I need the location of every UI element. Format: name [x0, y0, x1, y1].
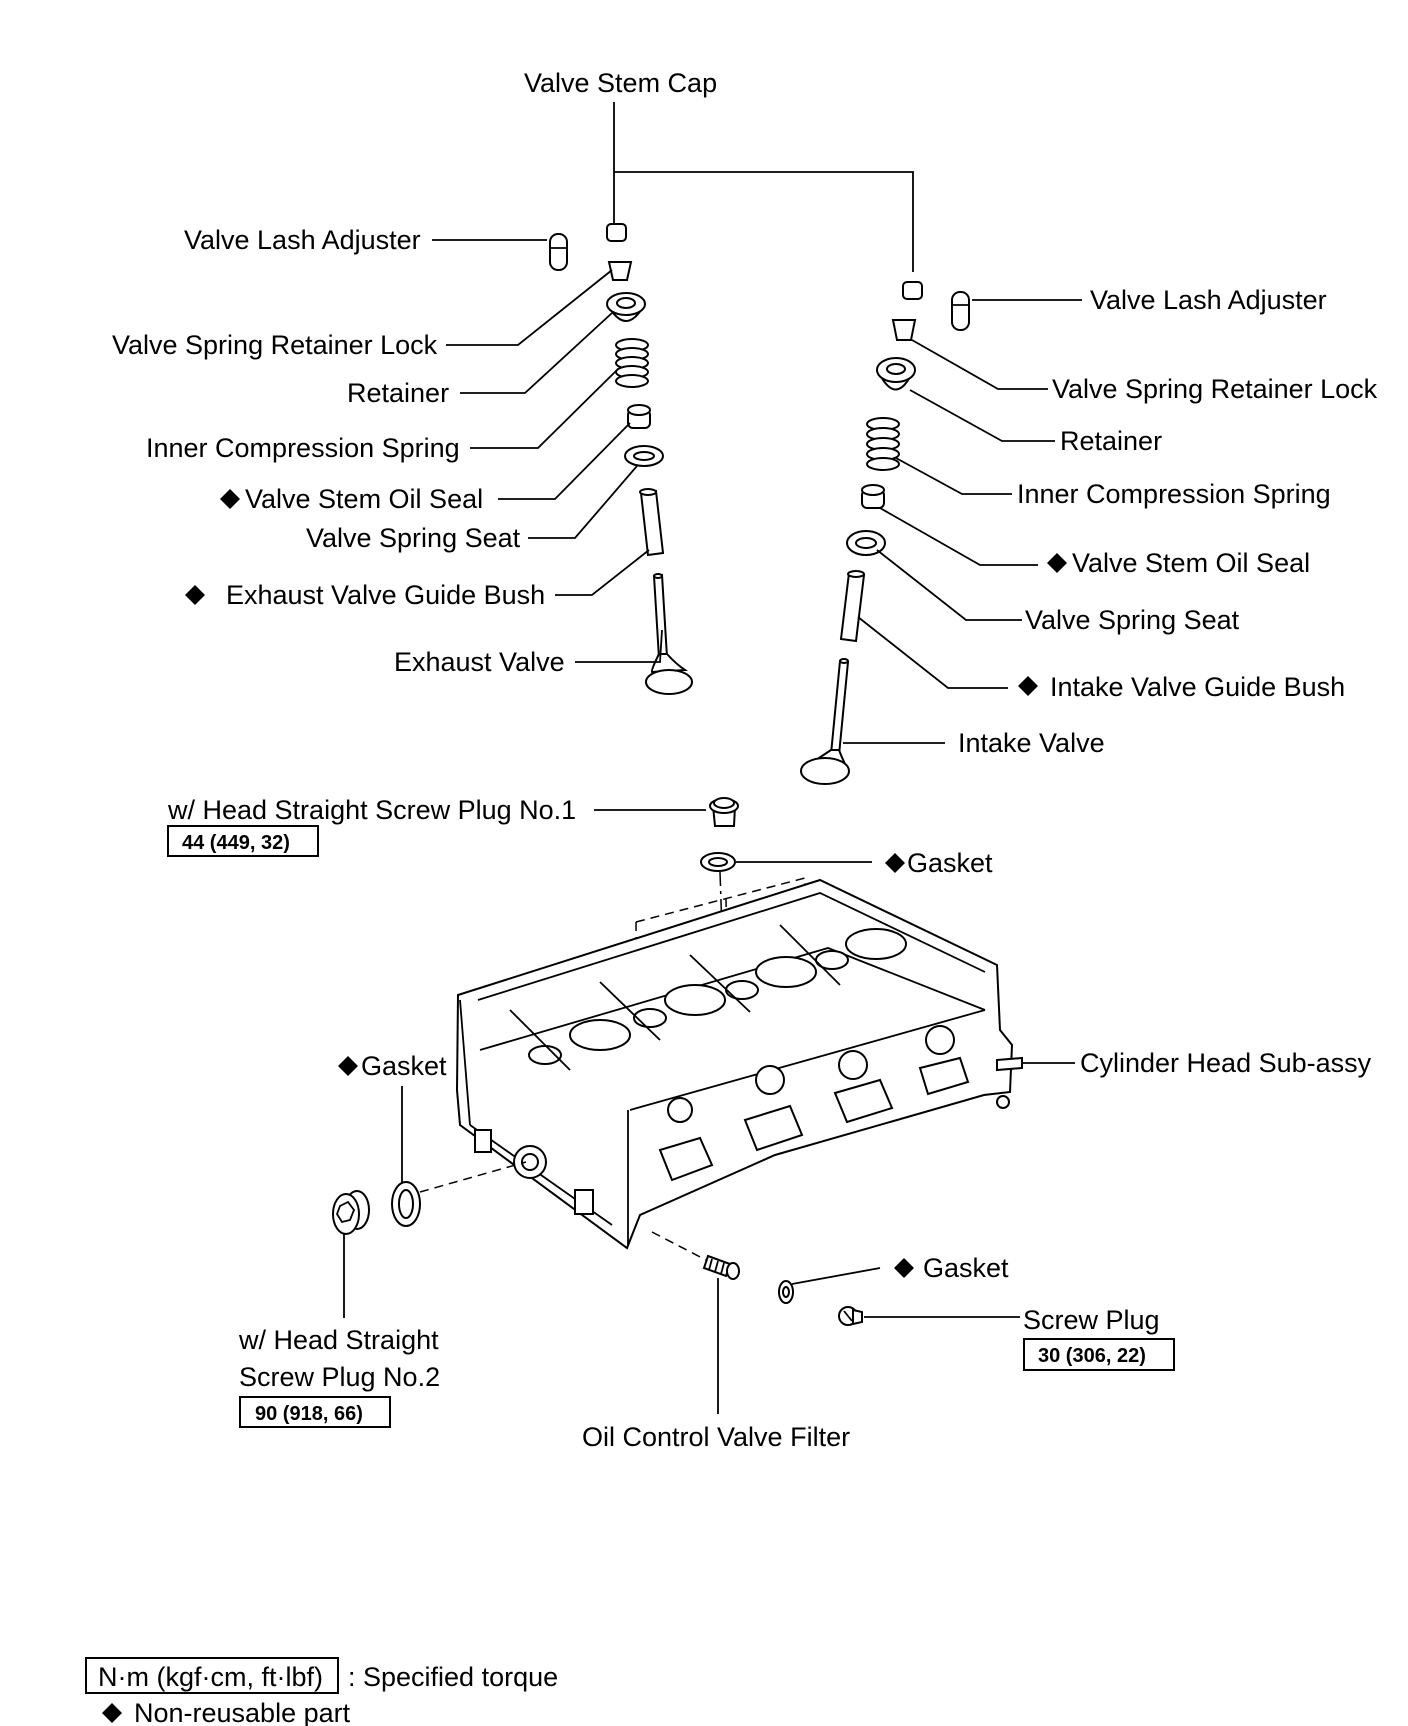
diamond-icon — [885, 853, 905, 873]
legend-torque-box — [85, 1657, 339, 1694]
retainer-lock-icon — [607, 261, 633, 281]
label-left-exhaust-valve: Exhaust Valve — [394, 647, 565, 677]
intake-valve-guide-bush-icon — [839, 570, 866, 643]
diamond-icon — [220, 489, 240, 509]
exhaust-valve-guide-bush-icon — [639, 488, 665, 557]
valve-stem-cap-icon — [902, 281, 923, 300]
torque-screw-plug: 30 (306, 22) — [1038, 1345, 1146, 1367]
legend-torque-unit: N·m (kgf·cm, ft·lbf) — [98, 1662, 323, 1692]
gasket-left-icon — [391, 1181, 421, 1227]
diamond-icon — [185, 585, 205, 605]
retainer-lock-icon — [891, 319, 917, 341]
label-oil-control-filter: Oil Control Valve Filter — [582, 1422, 850, 1452]
intake-valve-train: Valve Lash Adjuster Valve Spring Retaine… — [800, 281, 1378, 785]
label-right-valve-lash-adjuster: Valve Lash Adjuster — [1090, 285, 1327, 315]
diamond-icon — [338, 1056, 358, 1076]
inner-compression-spring-icon — [866, 417, 900, 471]
label-right-guide-bush: Intake Valve Guide Bush — [1050, 672, 1345, 702]
cylinder-head-icon — [455, 877, 1075, 1250]
legend: N·m (kgf·cm, ft·lbf) : Specified torque … — [85, 1657, 558, 1726]
inner-compression-spring-icon — [615, 338, 649, 388]
valve-stem-cap-callout: Valve Stem Cap — [524, 68, 914, 272]
diamond-icon — [102, 1703, 122, 1723]
valve-spring-seat-icon — [846, 530, 886, 556]
valve-stem-oil-seal-icon — [861, 484, 885, 509]
torque-plug-no1: 44 (449, 32) — [182, 832, 290, 854]
label-gasket-right: Gasket — [923, 1253, 1009, 1283]
gasket-top-icon — [700, 852, 736, 872]
label-plug-no1: w/ Head Straight Screw Plug No.1 — [167, 795, 576, 825]
valve-stem-oil-seal-icon — [627, 404, 651, 429]
label-left-inner-spring: Inner Compression Spring — [146, 433, 460, 463]
label-left-guide-bush: Exhaust Valve Guide Bush — [226, 580, 545, 610]
torque-box-plug-no1 — [167, 825, 319, 857]
valve-lash-adjuster-icon — [951, 291, 970, 331]
retainer-icon — [876, 357, 916, 391]
label-right-oil-seal: Valve Stem Oil Seal — [1072, 548, 1310, 578]
label-right-retainer-lock: Valve Spring Retainer Lock — [1052, 374, 1378, 404]
label-left-retainer-lock: Valve Spring Retainer Lock — [112, 330, 438, 360]
retainer-icon — [606, 292, 646, 322]
label-left-valve-lash-adjuster: Valve Lash Adjuster — [184, 225, 421, 255]
label-valve-stem-cap: Valve Stem Cap — [524, 68, 717, 98]
oil-control-filter-group: Oil Control Valve Filter — [582, 1231, 850, 1452]
label-gasket-left: Gasket — [361, 1051, 447, 1081]
label-left-retainer: Retainer — [347, 378, 449, 408]
legend-torque-desc: : Specified torque — [348, 1662, 558, 1692]
label-screw-plug: Screw Plug — [1023, 1305, 1160, 1335]
label-right-intake-valve: Intake Valve — [958, 728, 1105, 758]
label-right-inner-spring: Inner Compression Spring — [1017, 479, 1331, 509]
gasket-right-icon — [778, 1280, 794, 1304]
diamond-icon — [894, 1258, 914, 1278]
oil-control-valve-filter-icon — [702, 1254, 740, 1280]
exhaust-valve-icon — [645, 573, 693, 695]
valve-stem-cap-icon — [606, 223, 627, 242]
intake-valve-icon — [800, 658, 850, 785]
screw-plug-no2-icon — [332, 1190, 370, 1235]
exhaust-valve-train: Valve Lash Adjuster Valve Spring Retaine… — [112, 223, 693, 695]
legend-nonreusable: Non-reusable part — [134, 1698, 351, 1726]
screw-plug-icon — [838, 1306, 863, 1326]
torque-box-screw-plug — [1023, 1338, 1175, 1371]
label-left-spring-seat: Valve Spring Seat — [306, 523, 521, 553]
left-plug-group: Gasket w/ Head Straight Screw Plug No.2 … — [238, 1051, 527, 1428]
torque-plug-no2: 90 (918, 66) — [255, 1403, 363, 1425]
diamond-icon — [1047, 553, 1067, 573]
label-cylinder-head: Cylinder Head Sub-assy — [1080, 1048, 1372, 1078]
label-plug-no2-line2: Screw Plug No.2 — [239, 1362, 440, 1392]
diamond-icon — [1018, 676, 1038, 696]
label-right-spring-seat: Valve Spring Seat — [1025, 605, 1240, 635]
screw-plug-no1-icon — [709, 797, 739, 827]
label-left-oil-seal: Valve Stem Oil Seal — [245, 484, 483, 514]
right-plug-group: Gasket Screw Plug 30 (306, 22) — [778, 1253, 1175, 1371]
screw-plug-no1-group: w/ Head Straight Screw Plug No.1 44 (449… — [167, 795, 993, 1111]
label-gasket-top: Gasket — [907, 848, 993, 878]
valve-spring-seat-icon — [624, 445, 664, 467]
valve-lash-adjuster-icon — [549, 233, 568, 271]
label-right-retainer: Retainer — [1060, 426, 1162, 456]
torque-box-plug-no2 — [239, 1396, 391, 1428]
label-plug-no2-line1: w/ Head Straight — [238, 1325, 439, 1355]
